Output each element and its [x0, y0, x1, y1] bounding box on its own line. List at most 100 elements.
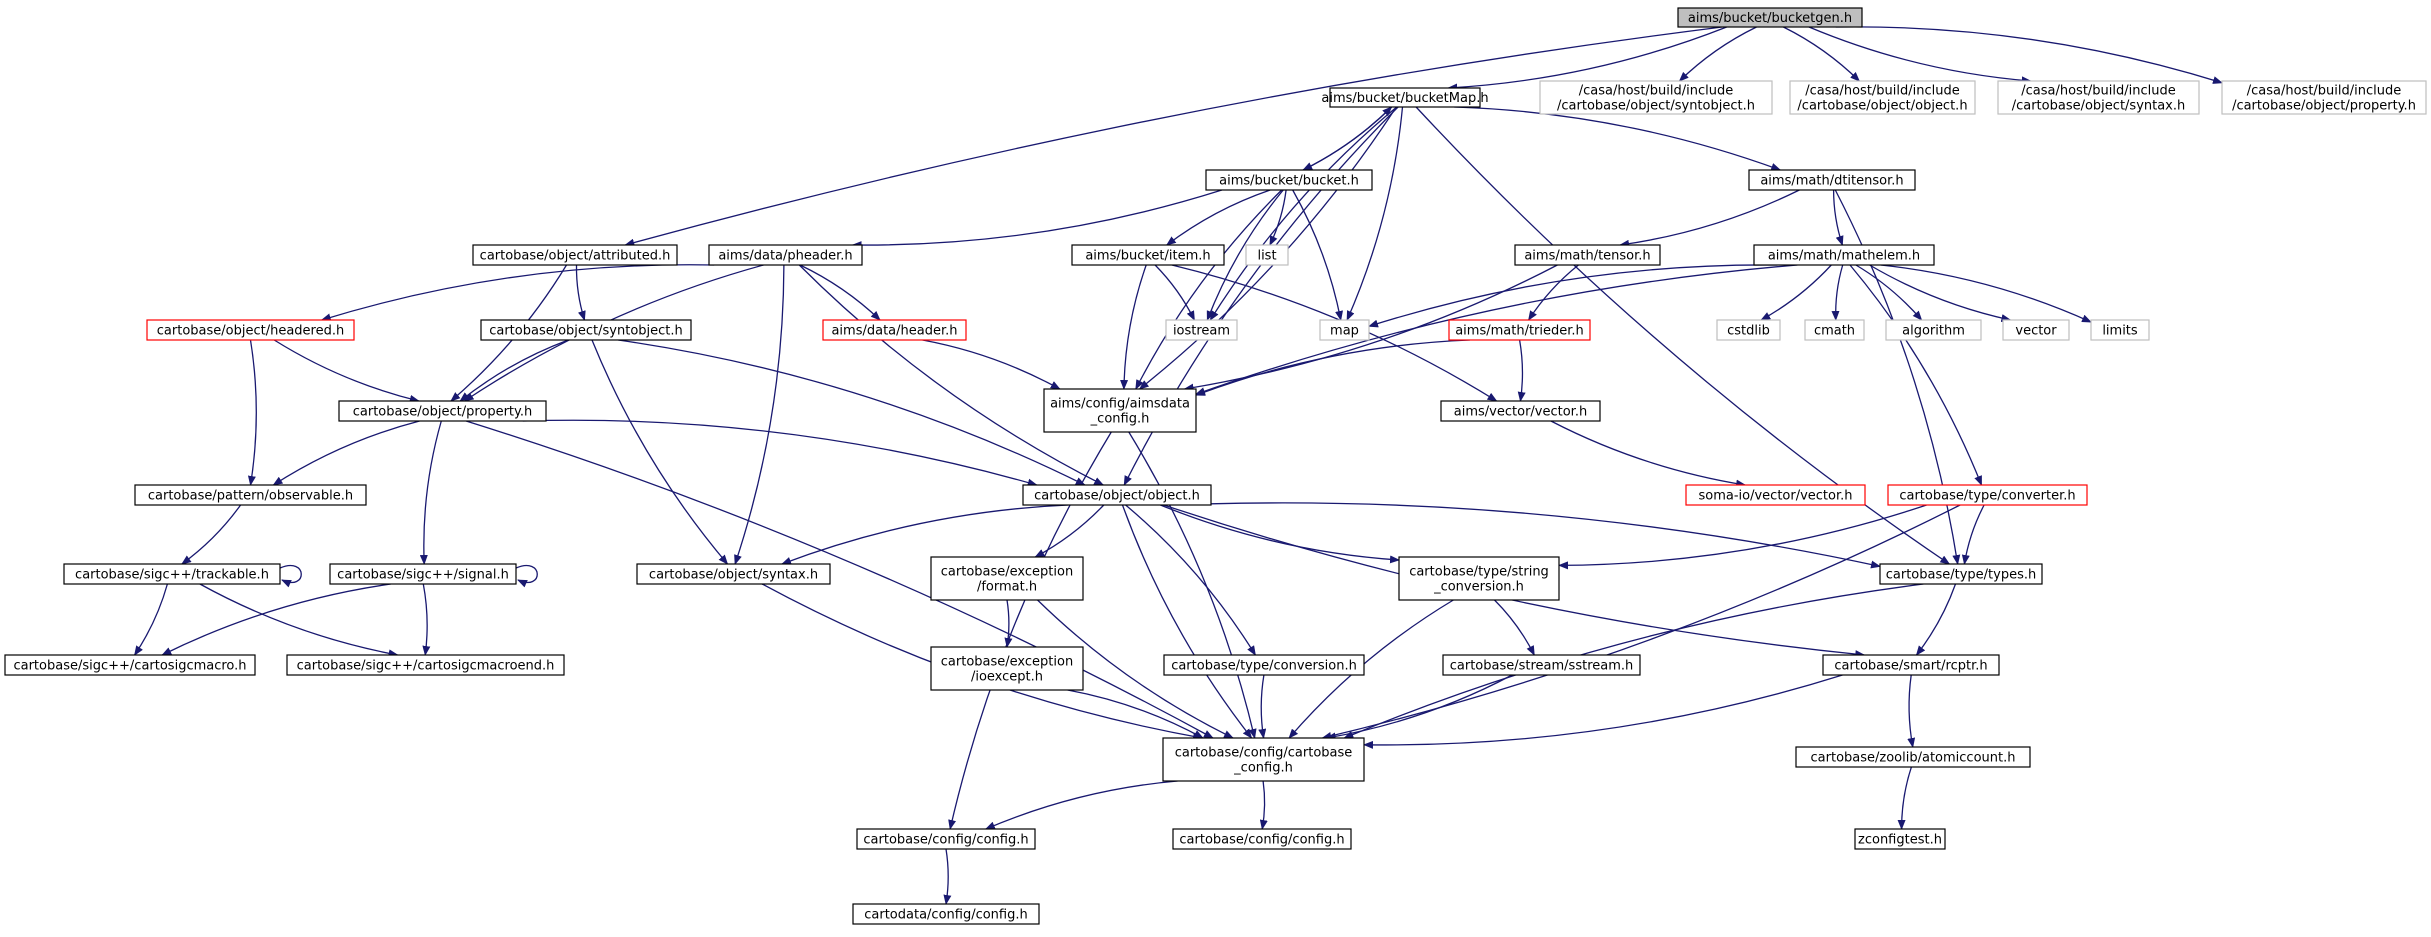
node-attributed[interactable]: cartobase/object/attributed.h — [472, 244, 678, 266]
edge-converter-to-string_conversion — [1558, 504, 1927, 570]
node-label: cartobase/sigc++/signal.h — [337, 568, 509, 583]
edge-trieder-to-aimsvector — [1517, 339, 1526, 402]
edge-ioexcept-to-cartobase_config — [1067, 689, 1204, 739]
node-box — [708, 244, 863, 266]
node-rcptr[interactable]: cartobase/smart/rcptr.h — [1822, 654, 2000, 676]
node-box — [1172, 828, 1352, 850]
node-converter[interactable]: cartobase/type/converter.h — [1887, 484, 2088, 506]
node-cartosigcmacro[interactable]: cartobase/sigc++/cartosigcmacro.h — [4, 654, 256, 676]
node-cartodata-config[interactable]: cartodata/config/config.h — [852, 903, 1040, 925]
edge-mathelem-to-limits — [1880, 264, 2092, 323]
node-bucketgen[interactable]: aims/bucket/bucketgen.h — [1677, 7, 1863, 28]
node-bucketMap[interactable]: aims/bucket/bucketMap.h — [1321, 87, 1489, 108]
edge-dtitensor-to-types — [1834, 189, 1961, 565]
node-syntax[interactable]: cartobase/object/syntax.h — [636, 563, 831, 585]
node-aimsdata-config[interactable]: aims/config/aimsdata_config.h — [1043, 388, 1197, 433]
node-trackable[interactable]: cartobase/sigc++/trackable.h — [63, 563, 281, 585]
node-ext-syntobject[interactable]: /casa/host/build/include/cartobase/objec… — [1539, 80, 1773, 115]
edge-object-to-cartobase_config — [1121, 504, 1253, 739]
edge-converter-to-cartobase_config — [1321, 504, 1961, 740]
node-ext-syntax[interactable]: /casa/host/build/include/cartobase/objec… — [1997, 80, 2200, 115]
node-ext-object[interactable]: /casa/host/build/include/cartobase/objec… — [1789, 80, 1976, 115]
node-label: cartobase/object/headered.h — [157, 324, 344, 339]
node-headered[interactable]: cartobase/object/headered.h — [146, 319, 355, 341]
node-box — [1885, 319, 1982, 341]
edge-item-to-aimsdata_config — [1120, 264, 1147, 390]
edge-bucketgen-to-ext_object — [1783, 26, 1861, 82]
edge-bucket-to-iostream — [1206, 189, 1284, 321]
node-box — [480, 319, 692, 341]
node-box — [1804, 319, 1865, 341]
node-limits[interactable]: limits — [2090, 319, 2150, 341]
node-box — [822, 319, 967, 341]
node-box — [1245, 244, 1289, 266]
node-zconfigtest[interactable]: zconfigtest.h — [1854, 828, 1946, 850]
node-dtitensor[interactable]: aims/math/dtitensor.h — [1748, 169, 1916, 191]
node-box — [286, 654, 565, 676]
node-box — [1319, 319, 1370, 341]
node-cartosigcmacroend[interactable]: cartobase/sigc++/cartosigcmacroend.h — [286, 654, 565, 676]
edge-pheader-to-header — [799, 264, 881, 321]
node-sstream[interactable]: cartobase/stream/sstream.h — [1442, 654, 1641, 676]
node-signal[interactable]: cartobase/sigc++/signal.h — [329, 563, 517, 585]
node-header[interactable]: aims/data/header.h — [822, 319, 967, 341]
node-box — [1163, 654, 1365, 676]
node-label: aims/math/tensor.h — [1524, 249, 1650, 264]
node-map[interactable]: map — [1319, 319, 1370, 341]
node-config-b[interactable]: cartobase/config/config.h — [1172, 828, 1352, 850]
edge-signal-to-cartosigcmacroend — [422, 583, 431, 656]
node-iostream[interactable]: iostream — [1165, 319, 1238, 341]
node-algorithm[interactable]: algorithm — [1885, 319, 1982, 341]
node-cstdlib[interactable]: cstdlib — [1716, 319, 1781, 341]
edge-conversion-to-cartobase_config — [1258, 674, 1267, 739]
edge-dtitensor-to-mathelem — [1832, 189, 1844, 246]
edge-bucketgen-to-attributed — [624, 26, 1723, 247]
edge-dtitensor-to-tensor — [1619, 189, 1800, 248]
edge-bucketgen-to-ext_property — [1835, 26, 2223, 84]
node-label: _config.h — [1090, 412, 1150, 427]
node-label: soma-io/vector/vector.h — [1698, 489, 1852, 504]
node-item[interactable]: aims/bucket/item.h — [1071, 244, 1225, 266]
node-label: /cartobase/object/syntobject.h — [1557, 99, 1755, 114]
node-tensor[interactable]: aims/math/tensor.h — [1514, 244, 1661, 266]
node-somaio-vector[interactable]: soma-io/vector/vector.h — [1685, 484, 1866, 506]
node-list[interactable]: list — [1245, 244, 1289, 266]
node-pheader[interactable]: aims/data/pheader.h — [708, 244, 863, 266]
node-label: cartobase/smart/rcptr.h — [1834, 659, 1987, 674]
edge-pheader-to-object — [798, 264, 1105, 486]
node-ioexcept[interactable]: cartobase/exception/ioexcept.h — [930, 646, 1084, 691]
node-atomiccount[interactable]: cartobase/zoolib/atomiccount.h — [1795, 746, 2031, 768]
node-syntobject[interactable]: cartobase/object/syntobject.h — [480, 319, 692, 341]
node-cartobase-config[interactable]: cartobase/config/cartobase_config.h — [1162, 737, 1365, 782]
edge-aimsdata_config-to-config_a — [948, 431, 1112, 830]
node-box — [329, 563, 517, 585]
node-trieder[interactable]: aims/math/trieder.h — [1448, 319, 1591, 341]
edge-cartobase_config-to-config_a — [984, 780, 1178, 830]
node-label: aims/math/trieder.h — [1455, 324, 1584, 339]
node-ext-property[interactable]: /casa/host/build/include/cartobase/objec… — [2221, 80, 2427, 115]
node-object[interactable]: cartobase/object/object.h — [1022, 484, 1212, 506]
node-bucket[interactable]: aims/bucket/bucket.h — [1205, 169, 1373, 191]
node-exc-format[interactable]: cartobase/exception/format.h — [930, 556, 1084, 601]
edge-object-to-exc_format — [1034, 504, 1105, 558]
node-property[interactable]: cartobase/object/property.h — [338, 400, 547, 422]
edge-tensor-to-trieder — [1528, 264, 1579, 321]
node-types[interactable]: cartobase/type/types.h — [1879, 563, 2043, 585]
node-label: aims/bucket/bucket.h — [1219, 174, 1359, 189]
edge-atomiccount-to-zconfigtest — [1897, 766, 1913, 830]
node-vector[interactable]: vector — [2002, 319, 2070, 341]
node-box — [1753, 244, 1935, 266]
node-label: cartobase/object/syntax.h — [649, 568, 818, 583]
node-box — [1071, 244, 1225, 266]
node-aimsvector[interactable]: aims/vector/vector.h — [1440, 400, 1601, 422]
node-string-conversion[interactable]: cartobase/type/string_conversion.h — [1398, 556, 1560, 601]
node-mathelem[interactable]: aims/math/mathelem.h — [1753, 244, 1935, 266]
node-label: cartobase/config/cartobase — [1175, 746, 1353, 761]
node-config-a[interactable]: cartobase/config/config.h — [856, 828, 1036, 850]
node-label: /cartobase/object/syntax.h — [2012, 99, 2186, 114]
node-box — [1205, 169, 1373, 191]
node-conversion[interactable]: cartobase/type/conversion.h — [1163, 654, 1365, 676]
node-observable[interactable]: cartobase/pattern/observable.h — [134, 484, 367, 506]
node-cmath[interactable]: cmath — [1804, 319, 1865, 341]
